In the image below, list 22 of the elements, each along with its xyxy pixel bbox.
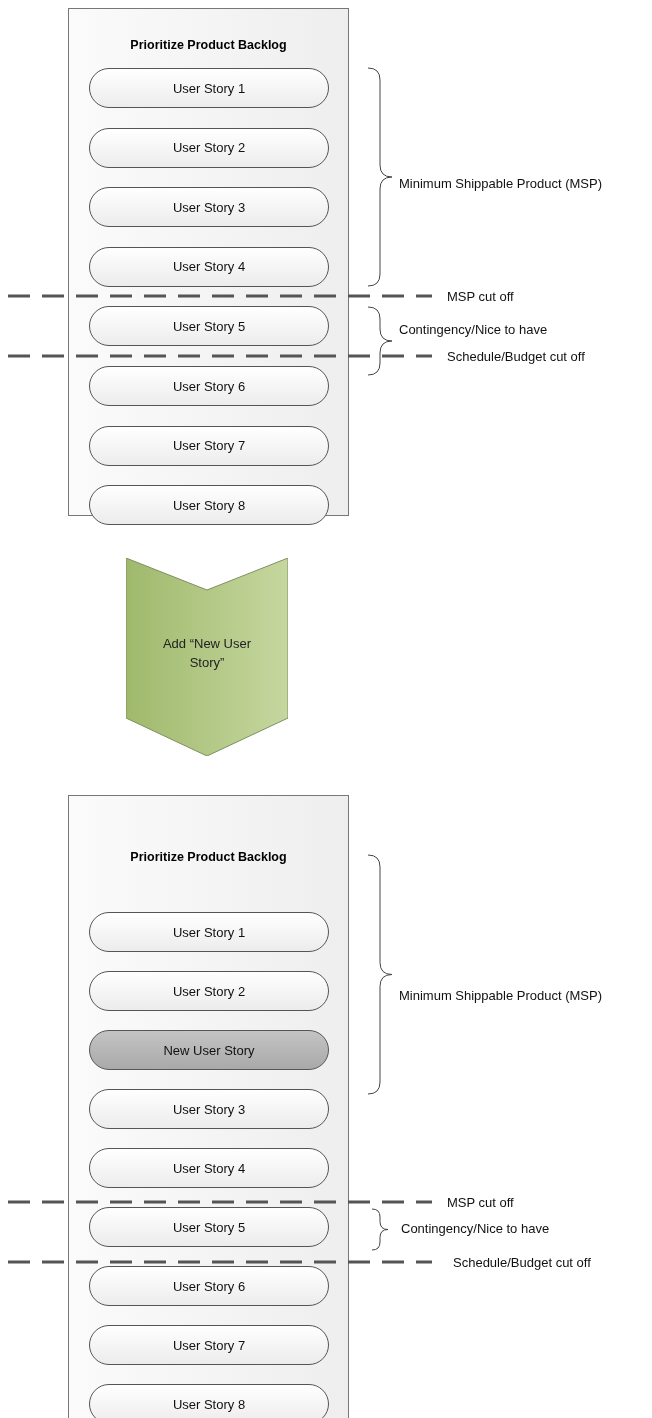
user-story-pill: User Story 5	[89, 1207, 329, 1247]
chevron-label: Add “New User Story”	[161, 635, 253, 672]
user-story-pill: User Story 8	[89, 485, 329, 526]
user-story-pill: User Story 2	[89, 971, 329, 1011]
user-story-pill: User Story 7	[89, 1325, 329, 1365]
user-story-pill: User Story 4	[89, 246, 329, 287]
user-story-pill: User Story 6	[89, 366, 329, 406]
panel-title: Prioritize Product Backlog	[129, 38, 288, 52]
user-story-pill: User Story 2	[89, 127, 329, 168]
user-story-pill: User Story 8	[89, 1384, 329, 1418]
user-story-pill: User Story 6	[89, 1266, 329, 1306]
user-story-pill: User Story 1	[89, 912, 329, 952]
user-story-pill: User Story 3	[89, 187, 329, 228]
user-story-pill: New User Story	[89, 1030, 329, 1070]
user-story-pill: User Story 4	[89, 1148, 329, 1188]
user-story-pill: User Story 7	[89, 425, 329, 466]
chevron-arrow	[126, 558, 288, 756]
user-story-pill: User Story 5	[89, 306, 329, 347]
panel-title: Prioritize Product Backlog	[129, 850, 288, 864]
user-story-pill: User Story 3	[89, 1089, 329, 1129]
user-story-pill: User Story 1	[89, 68, 329, 108]
backlog-panel	[68, 795, 349, 1418]
